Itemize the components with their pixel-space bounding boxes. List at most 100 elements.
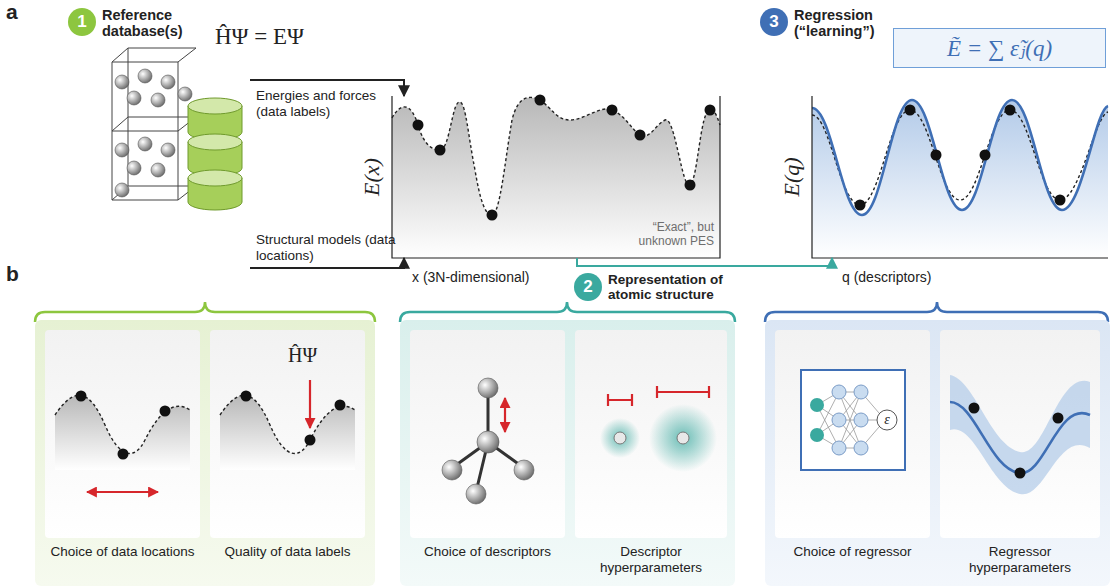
regression-plot	[855, 105, 1066, 211]
crystal-structure	[138, 69, 152, 83]
labels-icon	[220, 395, 355, 453]
regression-plot	[812, 100, 1108, 215]
gaussian-process-icon	[950, 402, 1090, 473]
neural-network-icon	[810, 428, 824, 442]
regression-plot	[1055, 195, 1066, 206]
locations-icon	[55, 395, 190, 470]
crystal-structure	[151, 93, 165, 107]
molecule-icon	[466, 484, 486, 504]
labels-icon	[220, 380, 355, 470]
crystal-structure	[161, 143, 175, 157]
caption: Choice of descriptors	[410, 544, 565, 560]
neural-network-icon	[832, 385, 868, 455]
step-badge-group: 2Representation of atomic structure	[574, 272, 742, 306]
molecule-icon	[477, 431, 499, 453]
neural-network-icon	[877, 410, 897, 430]
step-heading: Representation of atomic structure	[608, 272, 742, 302]
pes-plot	[392, 95, 720, 259]
cutoff-icon	[677, 432, 689, 444]
molecule-icon	[514, 460, 534, 480]
group-panel	[765, 320, 1110, 586]
pes-plot	[685, 180, 696, 191]
molecule-icon	[452, 390, 524, 492]
axis-label: E(q)	[779, 157, 805, 196]
caption: Descriptor hyperparameters	[575, 544, 727, 576]
pes-plot	[487, 210, 498, 221]
neural-network-icon	[832, 413, 846, 427]
cutoff-icon	[600, 386, 717, 472]
group-bracket	[35, 302, 1108, 322]
pes-plot	[635, 130, 646, 141]
crystal-structure	[115, 183, 129, 197]
labels-icon	[220, 395, 355, 470]
locations-icon	[55, 391, 190, 493]
inner-panel	[45, 330, 1100, 538]
neural-network-icon	[832, 441, 846, 455]
formula-box: Ẽ = ∑ ε̃ⱼ(q)	[893, 28, 1106, 68]
group-panel	[35, 320, 375, 586]
factor-panel: Regressor hyperparameters	[940, 330, 1100, 538]
step-number: 3	[760, 8, 788, 36]
pes-plot	[392, 96, 720, 258]
caption: Regressor hyperparameters	[940, 544, 1100, 576]
pes-plot	[607, 105, 618, 116]
labels-icon	[241, 391, 346, 446]
connector-arrow	[577, 258, 832, 266]
labels-icon	[241, 391, 252, 402]
gaussian-process-icon	[950, 375, 1090, 494]
inner-panel	[45, 330, 200, 538]
gaussian-process-icon	[1015, 468, 1026, 479]
axis-label: E(x)	[359, 158, 385, 196]
molecule-icon	[504, 398, 506, 432]
cutoff-icon	[600, 418, 640, 458]
neural-network-icon	[854, 441, 868, 455]
labels-icon	[309, 380, 311, 428]
pes-plot	[705, 105, 716, 116]
step-heading: Reference database(s)	[102, 7, 202, 39]
regression-plot	[1005, 105, 1016, 116]
cutoff-icon	[614, 432, 626, 444]
formula: Ẽ = ∑ ε̃ⱼ(q)	[947, 35, 1052, 62]
database-cylinder	[188, 98, 242, 114]
step-number: 1	[68, 8, 96, 36]
gaussian-process-icon	[969, 403, 980, 414]
group-bracket	[35, 302, 375, 322]
database-cylinder	[188, 170, 242, 186]
cutoff-icon	[649, 404, 717, 472]
labels-icon	[305, 435, 316, 446]
neural-network-icon	[832, 385, 846, 399]
neural-network-icon	[801, 370, 905, 470]
molecule-icon	[452, 390, 524, 492]
output-symbol: ε	[884, 412, 890, 428]
molecule-icon	[442, 378, 534, 504]
database-cylinder	[188, 98, 242, 210]
factor-panel: Choice of descriptors	[410, 330, 565, 538]
axis-label: q (descriptors)	[842, 269, 931, 285]
inner-panel	[775, 330, 930, 538]
factor-panel: εChoice of regressor	[775, 330, 930, 538]
panel-letter: a	[6, 0, 18, 24]
inner-panel	[410, 330, 565, 538]
group-bracket	[400, 302, 735, 322]
gaussian-process-icon	[1053, 413, 1064, 424]
crystal-structure	[127, 91, 141, 105]
crystal-structure	[127, 161, 141, 175]
regression-plot	[980, 150, 991, 161]
factor-panel: Choice of data locations	[45, 330, 200, 538]
crystal-structure	[161, 75, 175, 89]
gaussian-process-icon	[950, 375, 1090, 494]
database-cylinder	[188, 134, 242, 150]
locations-icon	[76, 391, 171, 460]
inner-panel	[210, 330, 365, 538]
caption: Choice of data locations	[45, 544, 200, 560]
caption: Choice of regressor	[775, 544, 930, 560]
inner-panel	[575, 330, 727, 538]
crystal-structure	[151, 163, 165, 177]
factor-panel: Descriptor hyperparameters	[575, 330, 727, 538]
crystal-structure	[115, 75, 129, 89]
axis-label: x (3N-dimensional)	[412, 269, 529, 285]
caption: Quality of data labels	[210, 544, 365, 560]
pes-plot	[413, 120, 424, 131]
neural-network-icon	[810, 398, 824, 442]
